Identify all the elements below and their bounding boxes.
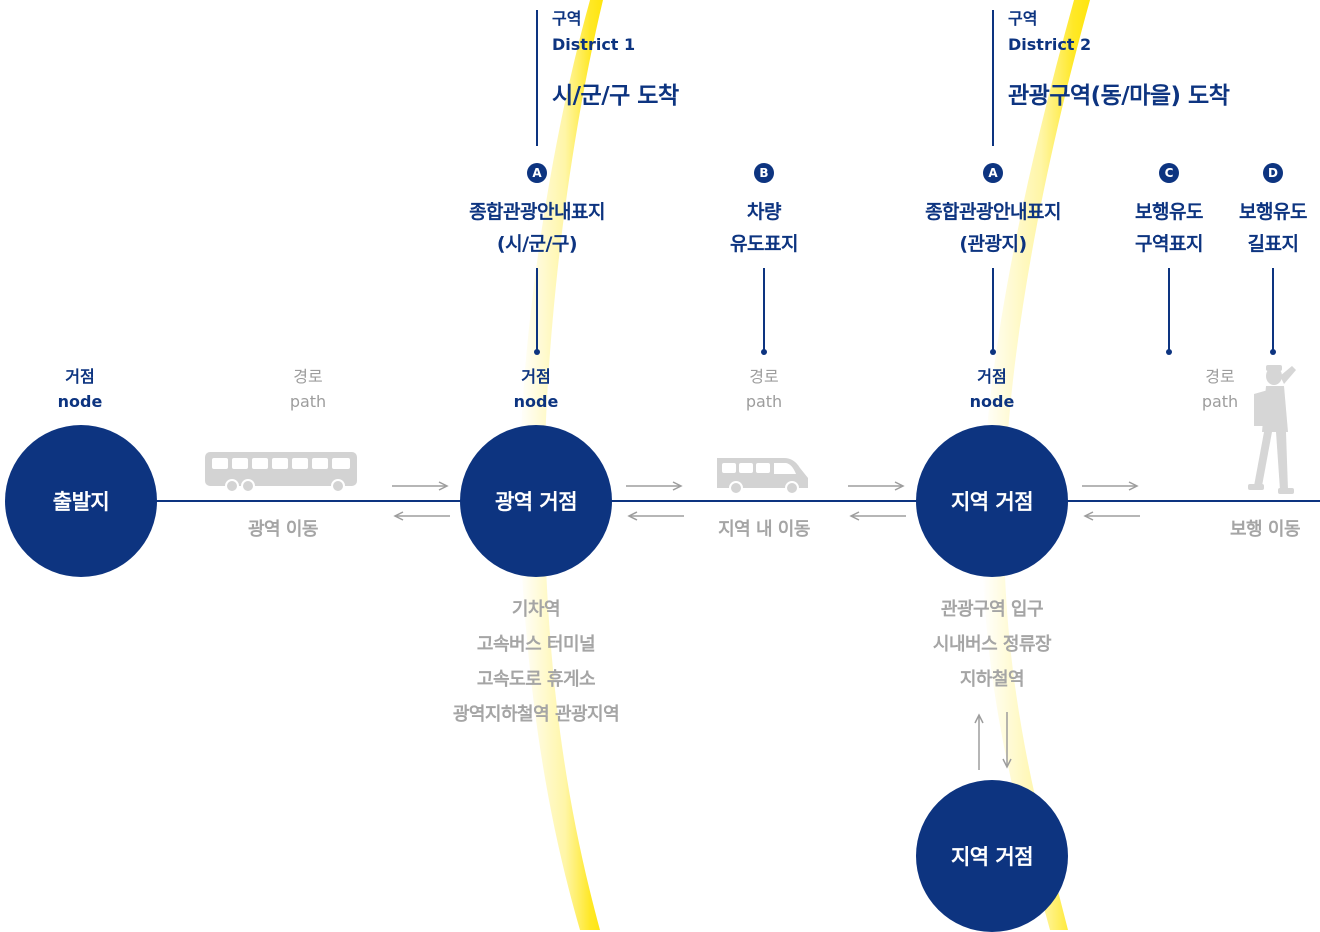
sign-d-connector — [1272, 268, 1274, 350]
arrow-right-icon-2 — [626, 481, 683, 491]
sign-a2-badge: A — [983, 163, 1003, 183]
sign-c-dot — [1166, 349, 1172, 355]
sign-a-line2: (시/군/구) — [496, 233, 578, 255]
sign-d-dot — [1270, 349, 1276, 355]
district-1-title: 시/군/구 도착 — [552, 83, 679, 109]
node-label-ko: 거점 — [65, 367, 95, 386]
move-label-walk: 보행 이동 — [1230, 519, 1301, 540]
node-local-lower: 지역 거점 — [916, 780, 1068, 932]
place-item: 고속버스 터미널 — [476, 634, 596, 655]
sign-a-connector — [536, 268, 538, 350]
sign-a2-connector — [992, 268, 994, 350]
district-2-en: District 2 — [1008, 35, 1092, 54]
sign-a2-label: 종합관광안내표지 (관광지) — [893, 196, 1093, 260]
sign-a-line1: 종합관광안내표지 — [469, 201, 605, 223]
node-label-ko: 거점 — [521, 367, 551, 386]
boundary-band-2 — [981, 0, 1090, 930]
node-start: 출발지 — [5, 425, 157, 577]
path-label-en: path — [1201, 392, 1239, 411]
move-label-wide: 광역 이동 — [247, 519, 319, 540]
sign-d-badge: D — [1263, 163, 1283, 183]
arrow-down-icon — [1002, 712, 1012, 769]
place-item: 지하철역 — [959, 669, 1025, 690]
district-1-en: District 1 — [552, 35, 636, 54]
sign-c-line2: 구역표지 — [1135, 233, 1203, 255]
sign-a-dot — [534, 349, 540, 355]
node-local: 지역 거점 — [916, 425, 1068, 577]
sign-a-regional-label: 종합관광안내표지 (시/군/구) — [437, 196, 637, 260]
district-1-line — [536, 10, 538, 146]
sign-b-label: 차량 유도표지 — [684, 196, 844, 260]
sign-a2-line2: (관광지) — [959, 233, 1027, 255]
district-2-label: 구역 District 2 — [1008, 6, 1091, 58]
sign-a2-line1: 종합관광안내표지 — [925, 201, 1061, 223]
place-item: 광역지하철역 관광지역 — [452, 704, 620, 725]
node-label-local: 거점 node — [952, 364, 1032, 414]
arrow-right-icon-1 — [392, 481, 449, 491]
sign-c-line1: 보행유도 — [1135, 201, 1203, 223]
sign-b-badge: B — [754, 163, 774, 183]
arrow-right-icon-4 — [1082, 481, 1139, 491]
sign-c-badge: C — [1159, 163, 1179, 183]
path-label-walk: 경로 path — [1180, 364, 1260, 414]
sign-c-label: 보행유도 구역표지 — [1104, 196, 1234, 260]
path-label-ko: 경로 — [749, 367, 779, 386]
district-2-line — [992, 10, 994, 146]
path-label-ko: 경로 — [1205, 367, 1235, 386]
sign-d-label: 보행유도 길표지 — [1218, 196, 1320, 260]
path-label-en: path — [745, 392, 783, 411]
sign-b-line2: 유도표지 — [730, 233, 798, 255]
sign-b-dot — [761, 349, 767, 355]
path-label-en: path — [289, 392, 327, 411]
move-label-in-region: 지역 내 이동 — [718, 519, 810, 540]
arrow-right-icon-3 — [848, 481, 905, 491]
district-1-label: 구역 District 1 — [552, 6, 635, 58]
places-wide-list: 기차역 고속버스 터미널 고속도로 휴게소 광역지하철역 관광지역 — [400, 592, 672, 732]
arrow-left-icon-2 — [627, 511, 684, 521]
path-label-ko: 경로 — [293, 367, 323, 386]
bus-icon — [205, 452, 357, 493]
sign-d-line1: 보행유도 — [1239, 201, 1307, 223]
place-item: 관광구역 입구 — [940, 599, 1044, 620]
van-icon — [717, 458, 808, 495]
path-label-wide: 경로 path — [268, 364, 348, 414]
node-label-en: node — [513, 392, 559, 411]
sign-a-badge: A — [527, 163, 547, 183]
sign-d-line2: 길표지 — [1247, 233, 1299, 255]
sign-b-connector — [763, 268, 765, 350]
arrow-left-icon-1 — [393, 511, 450, 521]
node-label-en: node — [969, 392, 1015, 411]
district-2-title: 관광구역(동/마을) 도착 — [1008, 83, 1230, 109]
boundary-band-1 — [519, 0, 603, 930]
places-local-list: 관광구역 입구 시내버스 정류장 지하철역 — [872, 592, 1112, 697]
sign-b-line1: 차량 — [747, 201, 781, 223]
district-1-ko: 구역 — [552, 9, 582, 28]
sign-c-connector — [1168, 268, 1170, 350]
place-item: 시내버스 정류장 — [932, 634, 1052, 655]
place-item: 기차역 — [511, 599, 561, 620]
node-label-en: node — [57, 392, 103, 411]
district-2-ko: 구역 — [1008, 9, 1038, 28]
node-regional-wide: 광역 거점 — [460, 425, 612, 577]
path-label-local: 경로 path — [724, 364, 804, 414]
main-route-line — [80, 500, 1320, 502]
arrow-left-icon-4 — [1083, 511, 1140, 521]
node-label-ko: 거점 — [977, 367, 1007, 386]
node-label-start: 거점 node — [40, 364, 120, 414]
arrow-left-icon-3 — [849, 511, 906, 521]
arrow-up-icon — [974, 713, 984, 770]
place-item: 고속도로 휴게소 — [476, 669, 596, 690]
sign-a2-dot — [990, 349, 996, 355]
hiker-icon — [1248, 365, 1296, 494]
node-label-regional: 거점 node — [496, 364, 576, 414]
